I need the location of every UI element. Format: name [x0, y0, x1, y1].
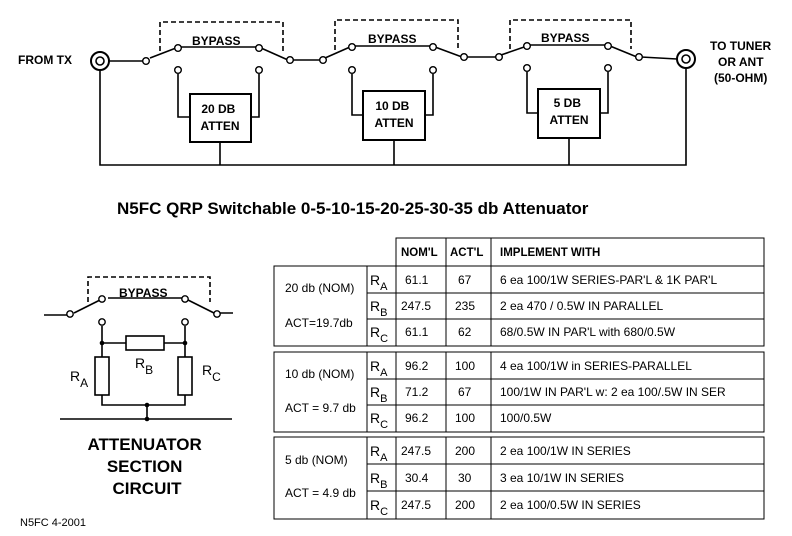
group-actual-label: ACT=19.7db [285, 316, 353, 330]
header-implement: IMPLEMENT WITH [500, 247, 600, 259]
bypass-label-3: BYPASS [541, 31, 589, 45]
from-tx-label: FROM TX [18, 53, 72, 67]
row-actual: 235 [455, 299, 475, 313]
row-implement: 2 ea 100/0.5W IN SERIES [500, 498, 641, 512]
row-implement: 2 ea 470 / 0.5W IN PARALLEL [500, 299, 664, 313]
row-nominal: 30.4 [405, 471, 429, 485]
row-resistor-label: RB [370, 298, 387, 319]
page-title: N5FC QRP Switchable 0-5-10-15-20-25-30-3… [117, 199, 589, 218]
row-nominal: 71.2 [405, 385, 429, 399]
group-nominal-label: 5 db (NOM) [285, 453, 348, 467]
group-actual-label: ACT = 9.7 db [285, 401, 356, 415]
row-actual: 67 [458, 273, 472, 287]
group-actual-label: ACT = 4.9 db [285, 486, 356, 500]
to-tuner-label: TO TUNER OR ANT (50-OHM) [710, 39, 774, 85]
attenuator-section-1: BYPASS 20 DB ATTEN [141, 21, 295, 165]
rc-label: RC [202, 362, 221, 384]
section-circuit: BYPASS RA RB RC ATTENUATOR SECTION CIRCU… [44, 276, 233, 498]
signal-wire [109, 45, 678, 62]
row-implement: 4 ea 100/1W in SERIES-PARALLEL [500, 359, 692, 373]
row-resistor-label: RA [370, 443, 388, 464]
row-nominal: 247.5 [401, 498, 431, 512]
row-resistor-label: RC [370, 324, 388, 345]
output-connector [676, 49, 696, 69]
ground-bus [99, 68, 687, 166]
row-nominal: 61.1 [405, 273, 429, 287]
row-resistor-label: RB [370, 470, 387, 491]
top-circuit: FROM TX TO TUNER OR ANT (50-OHM) BYPASS [18, 19, 774, 166]
attenuator-section-3: BYPASS 5 DB ATTEN [495, 19, 644, 165]
row-actual: 200 [455, 498, 475, 512]
section-caption: ATTENUATOR SECTION CIRCUIT [87, 435, 206, 498]
ra-label: RA [70, 368, 88, 390]
resistor-rb [125, 335, 165, 351]
group-nominal-label: 10 db (NOM) [285, 367, 354, 381]
bypass-label-2: BYPASS [368, 32, 416, 46]
attenuator-section-2: BYPASS 10 DB ATTEN [319, 19, 469, 165]
atten-box-label-1: 20 DB ATTEN [200, 102, 239, 133]
footer-credit: N5FC 4-2001 [20, 517, 86, 529]
header-nominal: NOM'L [401, 247, 438, 259]
row-actual: 200 [455, 444, 475, 458]
row-actual: 100 [455, 359, 475, 373]
input-connector [90, 51, 110, 71]
atten-box-label-2: 10 DB ATTEN [374, 99, 413, 130]
row-nominal: 247.5 [401, 299, 431, 313]
row-implement: 2 ea 100/1W IN SERIES [500, 444, 631, 458]
row-actual: 30 [458, 471, 472, 485]
row-implement: 3 ea 10/1W IN SERIES [500, 471, 624, 485]
table-group-10db: 10 db (NOM) ACT = 9.7 db [273, 351, 765, 433]
row-resistor-label: RC [370, 410, 388, 431]
row-nominal: 96.2 [405, 411, 429, 425]
section-bypass-label: BYPASS [119, 286, 167, 300]
row-nominal: 96.2 [405, 359, 429, 373]
table-rows: RA 61.1 67 6 ea 100/1W SERIES-PAR'L & 1K… [370, 272, 726, 518]
row-implement: 68/0.5W IN PAR'L with 680/0.5W [500, 325, 676, 339]
row-actual: 100 [455, 411, 475, 425]
row-actual: 67 [458, 385, 472, 399]
row-resistor-label: RB [370, 384, 387, 405]
row-actual: 62 [458, 325, 472, 339]
rb-label: RB [135, 355, 153, 377]
resistor-ra [94, 356, 110, 396]
row-resistor-label: RA [370, 272, 388, 293]
row-resistor-label: RC [370, 497, 388, 518]
resistor-rc [177, 356, 193, 396]
bypass-label-1: BYPASS [192, 34, 240, 48]
row-implement: 100/1W IN PAR'L w: 2 ea 100/.5W IN SER [500, 385, 726, 399]
table-group-20db: 20 db (NOM) ACT=19.7db [273, 265, 765, 347]
atten-box-label-3: 5 DB ATTEN [549, 96, 588, 127]
component-table: NOM'L ACT'L IMPLEMENT WITH 20 db (NOM) A… [273, 237, 765, 520]
row-nominal: 61.1 [405, 325, 429, 339]
header-actual: ACT'L [450, 247, 483, 259]
row-implement: 100/0.5W [500, 411, 552, 425]
row-implement: 6 ea 100/1W SERIES-PAR'L & 1K PAR'L [500, 273, 717, 287]
row-resistor-label: RA [370, 358, 388, 379]
row-nominal: 247.5 [401, 444, 431, 458]
table-group-5db: 5 db (NOM) ACT = 4.9 db [273, 436, 765, 520]
group-nominal-label: 20 db (NOM) [285, 281, 354, 295]
